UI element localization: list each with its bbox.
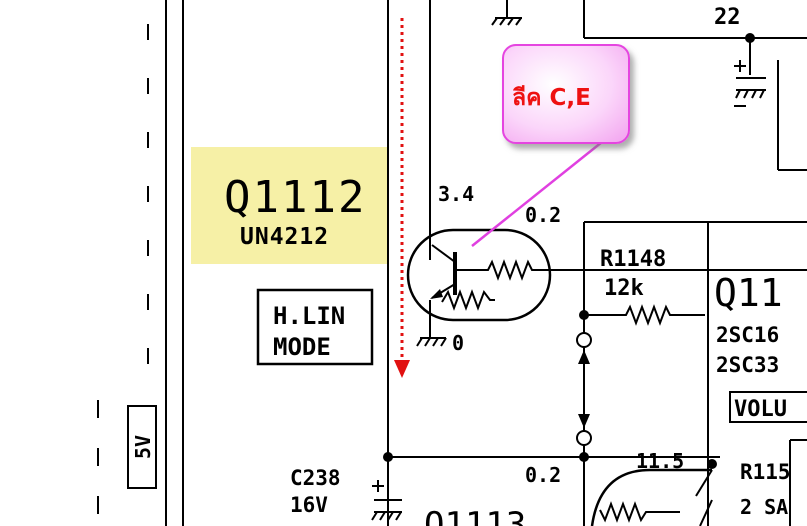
part-2sc33-label: 2SC33 — [716, 353, 779, 377]
resistor-base-emitter — [441, 289, 495, 311]
bottom-resistor — [599, 501, 680, 523]
switch-arrow-up — [578, 350, 590, 364]
transistor-emitter-arrow — [430, 289, 443, 299]
part-highlight-box — [191, 147, 388, 264]
red-arrow-head — [394, 360, 410, 378]
callout-label: ลีค C,E — [512, 85, 591, 111]
capacitor-22 — [734, 60, 766, 107]
volume-label: VOLU — [734, 397, 787, 422]
junction-dot-3 — [579, 452, 589, 462]
capacitor-c238 — [371, 480, 402, 521]
transistor-collector-leg — [431, 244, 456, 263]
ground-symbol-emitter — [416, 337, 447, 347]
callout-bubble — [502, 44, 630, 144]
voltage-base-label: 3.4 — [438, 182, 474, 206]
q1113-label: Q1113 — [424, 505, 526, 526]
mode-box — [256, 288, 374, 366]
supply-box — [127, 405, 157, 489]
part-2sc16-label: 2SC16 — [716, 323, 779, 347]
transistor-part-label: UN4212 — [240, 224, 330, 250]
supply-label: 5V — [131, 435, 155, 459]
mode-label-line1: H.LIN — [273, 302, 345, 330]
junction-dot-2 — [383, 452, 393, 462]
pin-22-label: 22 — [714, 5, 741, 30]
ground-symbol-top — [491, 0, 522, 26]
transistor-ref-label: Q1112 — [224, 172, 367, 223]
left-dashed-ticks — [97, 24, 149, 514]
capacitor-c238-value: 16V — [290, 493, 328, 517]
callout-pointer — [471, 141, 603, 247]
resistor-r1148-ref: R1148 — [600, 247, 666, 272]
junction-dot-5 — [745, 33, 755, 43]
bottom-transistor-leg — [695, 469, 713, 497]
capacitor-c238-ref: C238 — [290, 466, 341, 490]
voltage-emitter-label: 0 — [452, 331, 464, 355]
bottom-right-part-label: 2 SA — [740, 495, 788, 519]
resistor-r1148-value: 12k — [604, 276, 644, 301]
bottom-transistor-outline — [590, 468, 712, 526]
resistor-r115-ref: R115 — [740, 460, 791, 484]
junction-dot-1 — [579, 310, 589, 320]
voltage-node-label: 0.2 — [525, 463, 561, 487]
switch-arrow-down — [578, 414, 590, 428]
transistor-symbol — [406, 228, 552, 322]
bottom-transistor-leg-2 — [699, 499, 713, 526]
junction-dot-4 — [707, 459, 717, 469]
switch-contact-bottom — [576, 430, 592, 446]
volume-box — [729, 391, 807, 423]
voltage-collector-label: 0.2 — [525, 203, 561, 227]
q11-label: Q11 — [714, 271, 783, 315]
voltage-115-label: 11.5 — [636, 449, 684, 473]
mode-label-line2: MODE — [273, 333, 331, 361]
switch-contact-top — [576, 332, 592, 348]
resistor-base-series — [455, 259, 584, 281]
resistor-r1148 — [584, 304, 705, 326]
